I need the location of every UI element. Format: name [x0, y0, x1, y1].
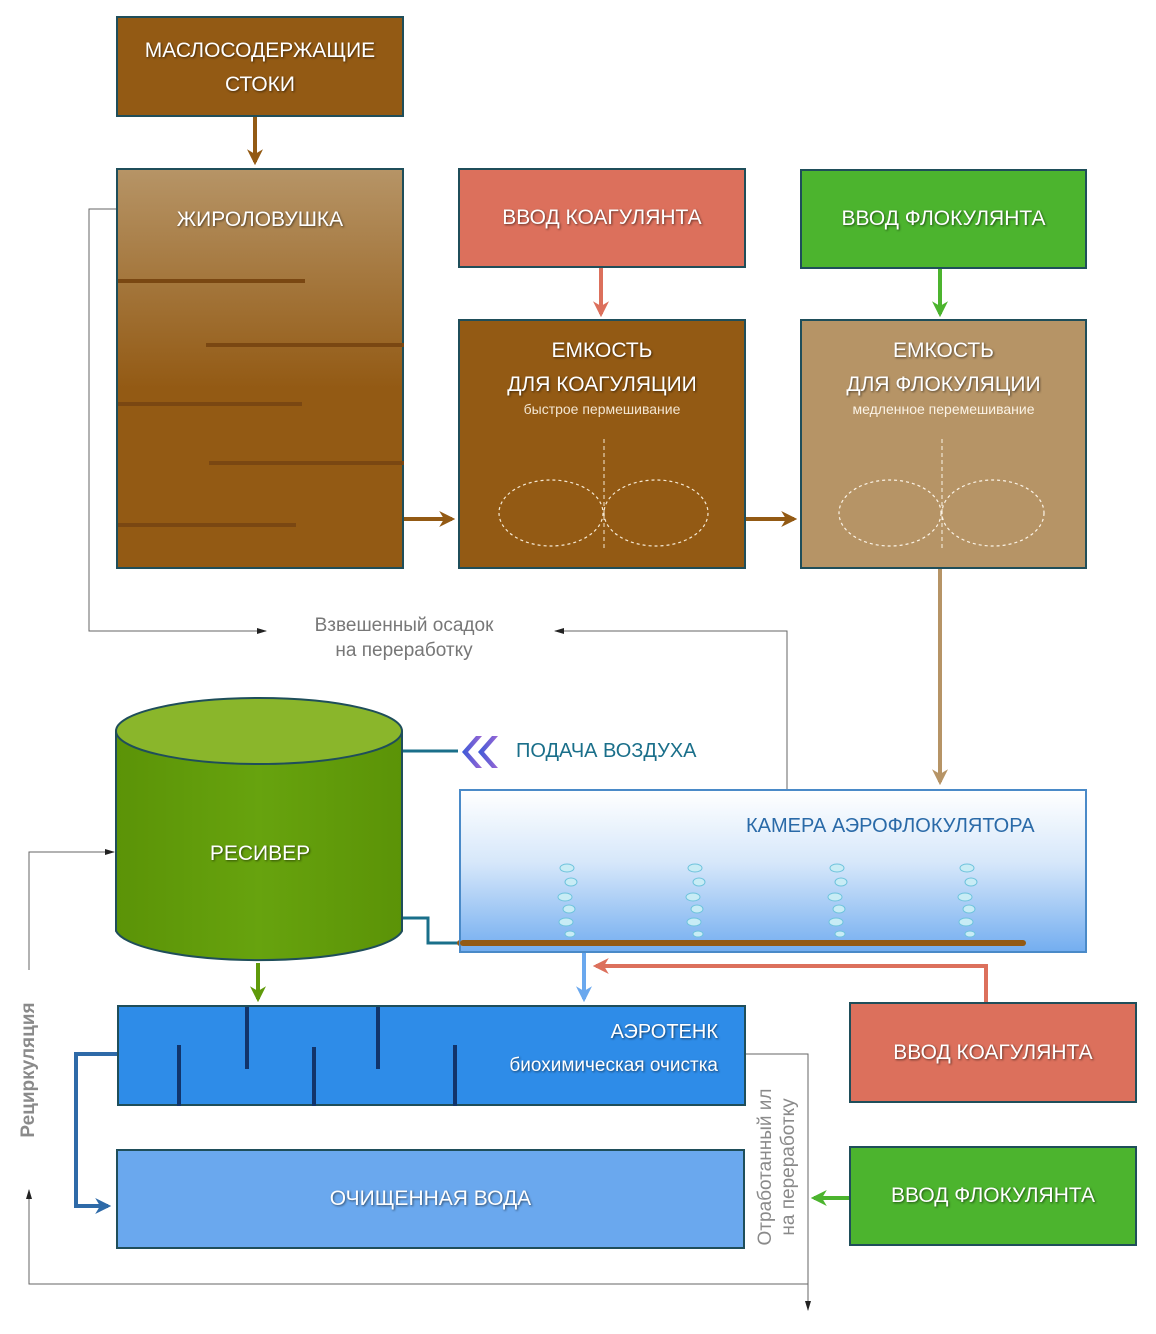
coagulation-tank-line1: ЕМКОСТЬ: [551, 339, 653, 362]
coagulant-input-top: ВВОД КОАГУЛЯНТА: [458, 168, 746, 268]
aerotank: АЭРОТЕНК биохимическая очистка: [117, 1005, 746, 1106]
baffle-4: [209, 461, 404, 465]
mixing-loops-icon: [838, 439, 1045, 549]
spent-sludge-line1: Отработанный ил: [755, 1088, 776, 1246]
flocculation-tank-line2: ДЛЯ ФЛОКУЛЯЦИИ: [846, 373, 1041, 396]
diffuser-pipe: [460, 940, 1026, 946]
mixing-loops-icon: [498, 439, 709, 549]
aerotank-partition-4: [376, 1007, 380, 1069]
flocculation-tank: ЕМКОСТЬ ДЛЯ ФЛОКУЛЯЦИИ медленное перемеш…: [800, 319, 1087, 569]
sediment-label-line1: Взвешенный осадок: [314, 615, 494, 636]
oily-waste-line1: МАСЛОСОДЕРЖАЩИЕ: [144, 39, 376, 62]
sediment-label: Взвешенный осадок на переработку: [270, 613, 538, 663]
air-bubbles-icon: [557, 863, 978, 938]
line-sediment-right: [554, 628, 788, 789]
aeroflocculator-chamber-label: КАМЕРА АЭРОФЛОКУЛЯТОРА: [746, 815, 1035, 837]
baffle-2: [206, 343, 404, 347]
oily-waste-line2: СТОКИ: [224, 73, 295, 96]
baffle-1: [118, 279, 305, 283]
spent-sludge-line2: на переработку: [778, 1098, 799, 1236]
flocculant-input-top-label: ВВОД ФЛОКУЛЯНТА: [841, 207, 1046, 230]
double-chevron-left-icon: [462, 736, 498, 768]
coagulant-input-top-label: ВВОД КОАГУЛЯНТА: [502, 206, 702, 229]
arrow-coagulant-bottom: [592, 958, 988, 1002]
aerotank-partition-2: [245, 1007, 249, 1069]
coagulation-tank-sub: быстрое пермешивание: [523, 401, 681, 417]
purified-water: ОЧИЩЕННАЯ ВОДА: [116, 1149, 745, 1249]
flocculation-tank-sub: медленное перемешивание: [852, 401, 1035, 417]
bubble-column-1: [557, 863, 578, 938]
purified-water-label: ОЧИЩЕННАЯ ВОДА: [329, 1187, 532, 1210]
line-spent-sludge: [745, 1053, 811, 1311]
recirculation-label: Рециркуляция: [18, 1002, 39, 1138]
flocculant-input-bottom-label: ВВОД ФЛОКУЛЯНТА: [891, 1184, 1095, 1207]
baffle-3: [118, 402, 302, 406]
aerotank-partition-1: [177, 1045, 181, 1106]
flocculant-input-top: ВВОД ФЛОКУЛЯНТА: [800, 169, 1087, 269]
sediment-label-line2: на переработку: [335, 640, 473, 661]
arrow-aerotank-to-water: [74, 1052, 117, 1214]
coagulant-input-bottom: ВВОД КОАГУЛЯНТА: [849, 1002, 1137, 1103]
baffle-5: [118, 523, 296, 527]
coagulant-input-bottom-label: ВВОД КОАГУЛЯНТА: [893, 1041, 1093, 1064]
aerotank-partition-5: [453, 1045, 457, 1106]
spent-sludge-label: Отработанный ил на переработку: [754, 1076, 800, 1258]
aerotank-sub: биохимическая очистка: [509, 1055, 718, 1076]
bubble-column-3: [827, 863, 848, 938]
receiver-label: РЕСИВЕР: [209, 842, 311, 865]
line-sediment-left: [88, 208, 267, 634]
grease-trap-box: ЖИРОЛОВУШКА: [116, 168, 404, 569]
bubble-column-4: [957, 863, 978, 938]
aeroflocculator-chamber: КАМЕРА АЭРОФЛОКУЛЯТОРА: [459, 789, 1087, 953]
air-supply-label: ПОДАЧА ВОЗДУХА: [516, 740, 697, 762]
aerotank-partition-3: [312, 1047, 316, 1106]
bubble-column-2: [685, 863, 706, 938]
line-recirculation-up: [28, 849, 115, 970]
receiver-to-chamber-pipe: [403, 916, 460, 945]
coagulation-tank-line2: ДЛЯ КОАГУЛЯЦИИ: [507, 373, 697, 396]
flocculation-tank-line1: ЕМКОСТЬ: [893, 339, 994, 362]
receiver-tank: [115, 697, 403, 962]
aerotank-title: АЭРОТЕНК: [610, 1021, 718, 1043]
oily-waste-box: МАСЛОСОДЕРЖАЩИЕ СТОКИ: [116, 16, 404, 117]
flocculant-input-bottom: ВВОД ФЛОКУЛЯНТА: [849, 1146, 1137, 1246]
coagulation-tank: ЕМКОСТЬ ДЛЯ КОАГУЛЯЦИИ быстрое пермешива…: [458, 319, 746, 569]
grease-trap-title: ЖИРОЛОВУШКА: [176, 208, 344, 231]
line-recirculation-bottom: [26, 1189, 808, 1285]
